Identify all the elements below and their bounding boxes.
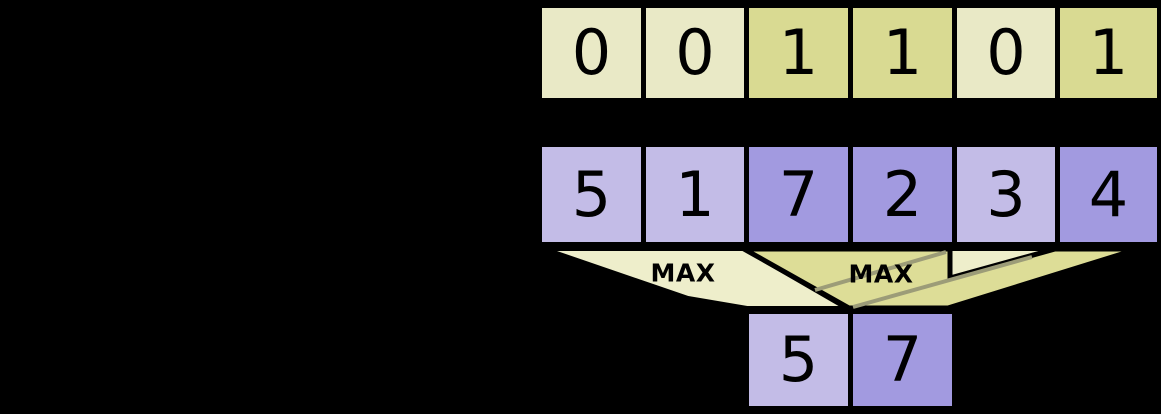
value-cell: 4 — [1055, 142, 1161, 247]
result-cell: 5 — [744, 309, 853, 411]
value-cell: 1 — [641, 142, 749, 247]
value-cell: 7 — [744, 142, 853, 247]
value-cell: 5 — [537, 142, 646, 247]
result-cell: 7 — [848, 309, 957, 411]
max-label-right: MAX — [848, 259, 914, 289]
mask-cell: 1 — [848, 3, 957, 103]
value-cell: 3 — [952, 142, 1060, 247]
mask-cell: 1 — [744, 3, 853, 103]
value-cell: 2 — [848, 142, 957, 247]
mask-cell: 0 — [537, 3, 646, 103]
max-label-left: MAX — [650, 258, 716, 288]
funnel-right — [734, 246, 1139, 311]
mask-cell: 0 — [952, 3, 1060, 103]
mask-cell: 0 — [641, 3, 749, 103]
mask-cell: 1 — [1055, 3, 1161, 103]
